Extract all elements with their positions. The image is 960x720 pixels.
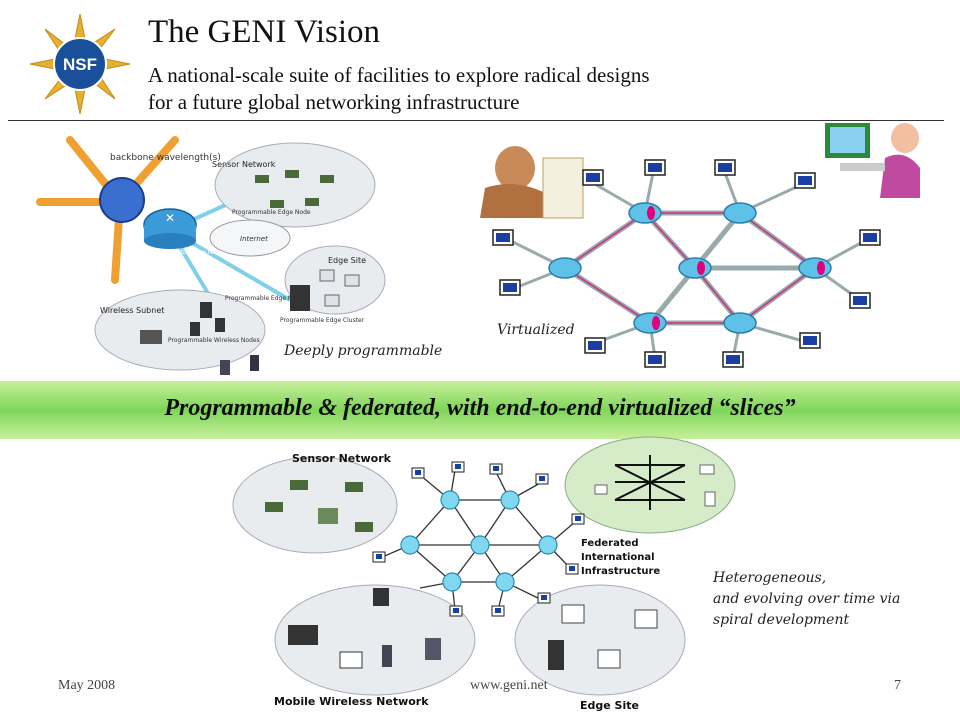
nsf-logo-text: NSF: [63, 55, 97, 74]
router-2: [723, 202, 757, 224]
virtualized-caption: Virtualized: [497, 322, 575, 338]
prog-edge-node-2-label: Programmable Edge Node: [225, 295, 304, 302]
mobile-wireless-cloud: [274, 584, 476, 696]
bottom-sensor-network-label: Sensor Network: [292, 452, 391, 465]
federated-line-3: Infrastructure: [581, 566, 661, 577]
sensor-network-label: Sensor Network: [212, 160, 276, 169]
slide-subtitle: A national-scale suite of facilities to …: [148, 62, 848, 116]
virtualized-network-diagram: [480, 123, 920, 368]
footer-page-number: 7: [894, 678, 901, 693]
router-6: [633, 312, 667, 334]
deeply-programmable-caption: Deeply programmable: [284, 343, 443, 359]
slide-title: The GENI Vision: [148, 14, 381, 50]
router-3: [548, 257, 582, 279]
bottom-sensor-cloud: [232, 456, 398, 554]
core-node-2: [500, 490, 520, 510]
federated-infrastructure-diagram: [232, 436, 736, 696]
internet-label: Internet: [240, 235, 268, 243]
core-node-1: [440, 490, 460, 510]
slices-banner: [0, 381, 960, 439]
user-clipart-right: [825, 123, 920, 198]
mobile-wireless-label: Mobile Wireless Network: [274, 695, 429, 708]
bottom-edge-site-label: Edge Site: [580, 699, 639, 712]
hetero-line-3: spiral development: [713, 612, 850, 628]
router-1: [628, 202, 662, 224]
core-node-7: [495, 572, 515, 592]
core-node-3: [400, 535, 420, 555]
heterogeneous-note: Heterogeneous, and evolving over time vi…: [713, 568, 900, 631]
federated-international-label: Federated International Infrastructure: [581, 537, 660, 579]
backbone-label: backbone wavelength(s): [110, 153, 221, 163]
federated-line-2: International: [581, 552, 655, 563]
wireless-nodes-label: Programmable Wireless Nodes: [168, 337, 260, 344]
title-divider: [8, 120, 944, 121]
edge-site-label: Edge Site: [328, 256, 366, 265]
nsf-logo: NSF: [29, 13, 131, 115]
router-5: [798, 257, 832, 279]
user-clipart-left: [480, 146, 584, 219]
core-node-label: Programmable Core Node: [146, 249, 224, 256]
subtitle-line-1: A national-scale suite of facilities to …: [148, 63, 650, 87]
router-4: [678, 257, 712, 279]
programmable-infrastructure-diagram: backbone wavelength(s) ✕ Programmable Co…: [36, 136, 386, 375]
subtitle-line-2: for a future global networking infrastru…: [148, 90, 520, 114]
footer-url: www.geni.net: [470, 678, 548, 693]
svg-text:✕: ✕: [165, 211, 175, 225]
router-7: [723, 312, 757, 334]
edge-cluster-label: Programmable Edge Cluster: [280, 317, 365, 324]
footer-date: May 2008: [58, 678, 116, 693]
core-node-5: [538, 535, 558, 555]
hetero-line-2: and evolving over time via: [713, 591, 901, 607]
wireless-subnet-cloud: [94, 289, 266, 371]
federated-line-1: Federated: [581, 538, 639, 549]
edge-cluster: [290, 285, 310, 311]
banner-text: Programmable & federated, with end-to-en…: [164, 395, 796, 421]
core-node-6: [442, 572, 462, 592]
hetero-line-1: Heterogeneous,: [713, 570, 827, 586]
wireless-subnet-label: Wireless Subnet: [100, 306, 164, 315]
internet-cloud: [209, 219, 291, 257]
backbone-hub: [99, 177, 145, 223]
core-node-4: [470, 535, 490, 555]
sensor-network-cloud: [214, 142, 376, 228]
prog-edge-node-label: Programmable Edge Node: [232, 209, 311, 216]
